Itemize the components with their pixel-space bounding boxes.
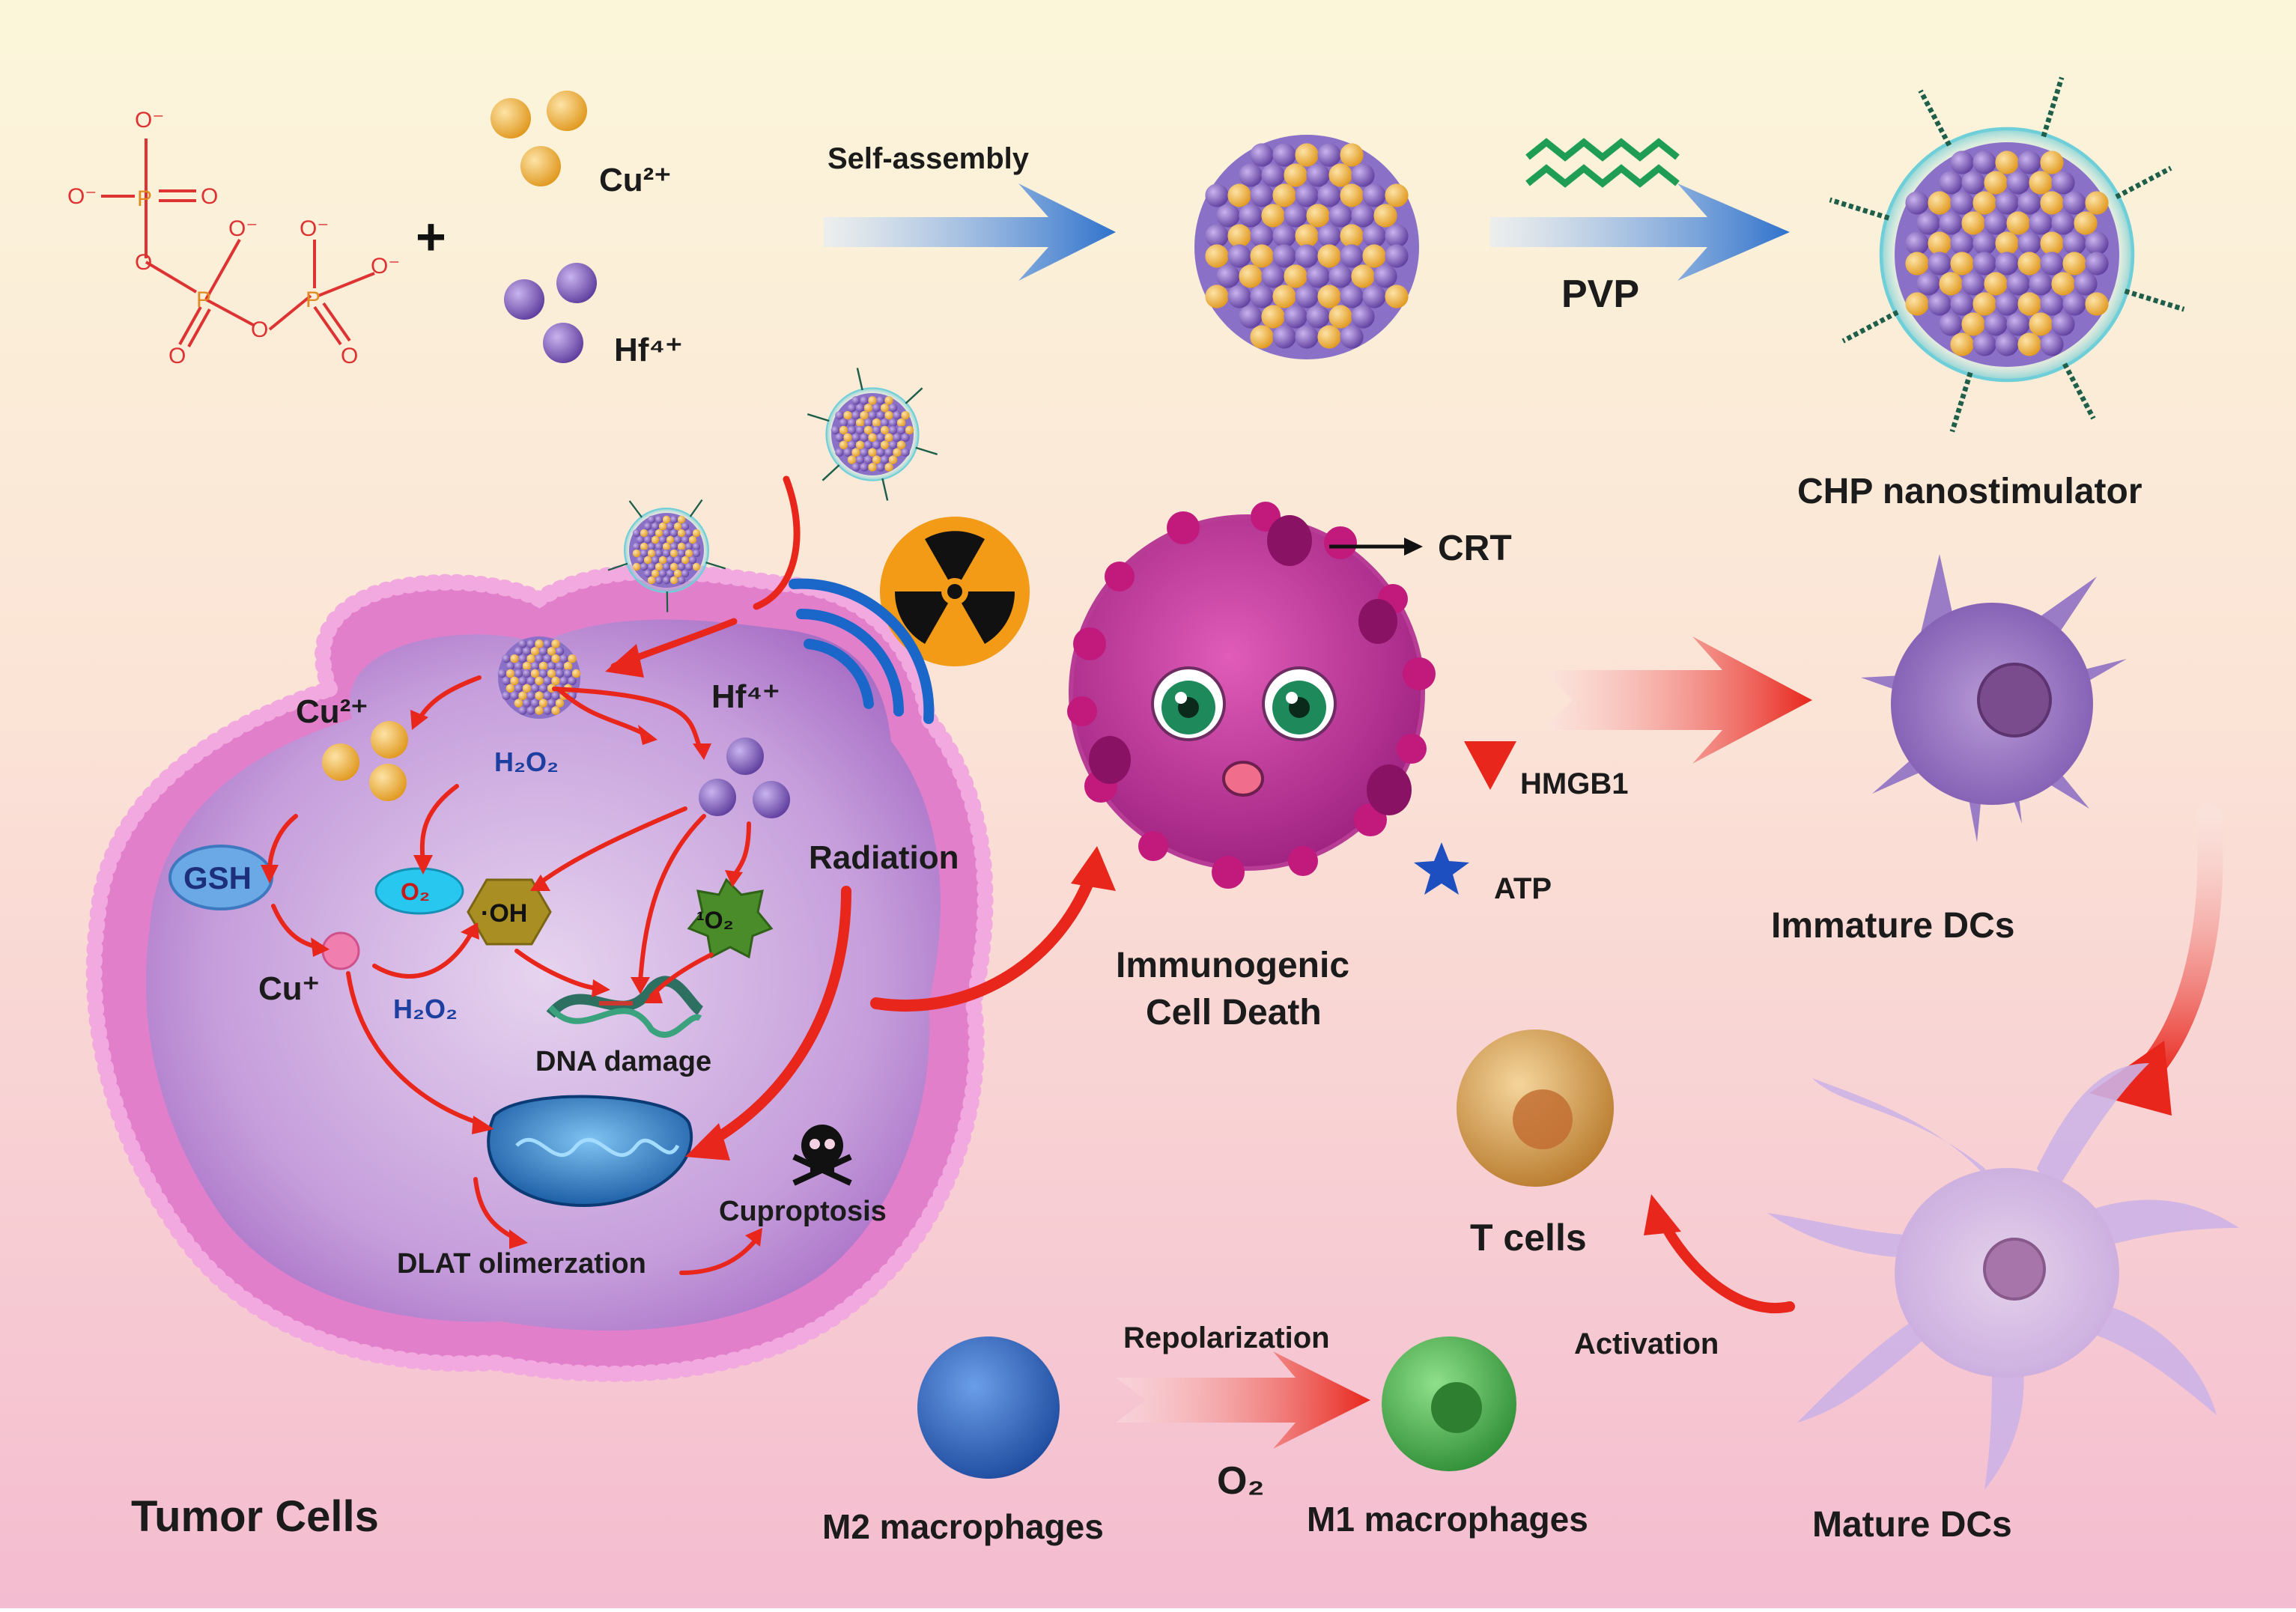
hydroxyl-label: ·OH [481, 899, 527, 928]
repolarization-label: Repolarization [1123, 1321, 1330, 1354]
m2-macrophages-label: M2 macrophages [822, 1507, 1104, 1546]
icd-title-line1: Immunogenic [1116, 946, 1349, 985]
radiation-icon [880, 517, 1030, 666]
o2-repolarization-label: O₂ [1217, 1459, 1265, 1503]
phosphate-o-5: O [341, 344, 358, 368]
m2-macrophage [917, 1336, 1060, 1479]
hf-ion-label: Hf⁴⁺ [614, 332, 682, 368]
phosphate-o-minus-4: O⁻ [300, 216, 329, 241]
tumor-cells-label: Tumor Cells [131, 1492, 379, 1541]
phosphate-o-3: O [251, 317, 268, 342]
phosphate-o-minus-2: O⁻ [67, 184, 97, 209]
cu2-inner-label: Cu²⁺ [296, 693, 368, 730]
phosphate-p-1: P [137, 186, 152, 211]
t-cells-label: T cells [1470, 1217, 1587, 1259]
mature-dcs-label: Mature DCs [1812, 1505, 2012, 1545]
icd-title-line2: Cell Death [1146, 993, 1322, 1032]
dlat-label: DLAT olimerzation [397, 1248, 646, 1280]
immature-dcs-label: Immature DCs [1771, 906, 2014, 946]
cu-ion-label: Cu²⁺ [599, 162, 672, 198]
phosphate-o-minus-1: O⁻ [135, 108, 164, 133]
phosphate-o-4: O [168, 344, 186, 368]
hmgb1-label: HMGB1 [1520, 767, 1628, 800]
m1-macrophages-label: M1 macrophages [1307, 1500, 1588, 1539]
cuproptosis-label: Cuproptosis [719, 1196, 887, 1227]
h2o2-top-label: H₂O₂ [494, 746, 559, 777]
cu1-ion-icon [323, 933, 359, 969]
activation-label: Activation [1574, 1327, 1719, 1360]
nanoparticle-core [1194, 135, 1419, 359]
chp-nanostimulator-label: CHP nanostimulator [1797, 472, 2142, 511]
internal-nanoparticle [498, 636, 580, 719]
o2-inner-label: O₂ [401, 878, 430, 905]
radiation-label: Radiation [809, 839, 959, 876]
phosphate-o-2: O [135, 250, 152, 275]
cu1-label: Cu⁺ [258, 970, 320, 1007]
crt-label: CRT [1438, 529, 1512, 568]
dna-damage-label: DNA damage [535, 1046, 711, 1077]
h2o2-bottom-label: H₂O₂ [393, 994, 458, 1024]
gsh-label: GSH [183, 860, 252, 895]
atp-label: ATP [1494, 872, 1552, 905]
t-cell [1457, 1029, 1614, 1187]
phosphate-o-minus-5: O⁻ [371, 254, 400, 279]
m1-macrophage [1382, 1336, 1516, 1471]
phosphate-o-1: O [201, 184, 218, 209]
phosphate-p-2: P [196, 288, 211, 312]
phosphate-o-minus-3: O⁻ [228, 216, 258, 241]
pvp-label: PVP [1561, 273, 1639, 316]
singlet-oxygen-label: ¹O₂ [696, 907, 734, 934]
self-assembly-label: Self-assembly [827, 142, 1030, 175]
hf4-inner-label: Hf⁴⁺ [711, 678, 780, 715]
plus-sign: + [416, 207, 446, 266]
phosphate-p-3: P [306, 288, 321, 312]
